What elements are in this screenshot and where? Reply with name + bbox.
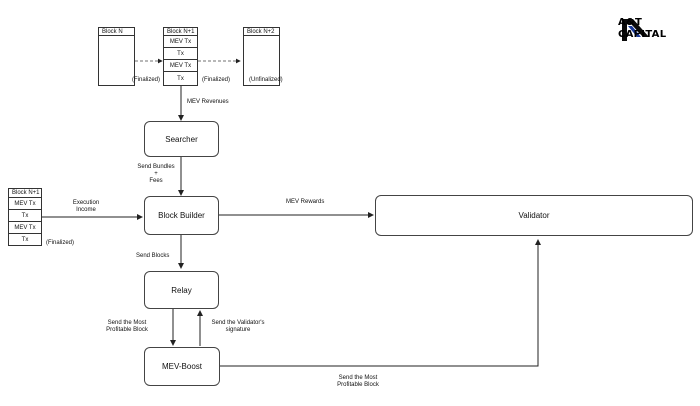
block-n1-row: Tx (163, 71, 198, 86)
block-n2-body (243, 35, 280, 86)
label-send-blocks: Send Blocks (136, 253, 170, 259)
block-n1-status: (Finalized) (202, 77, 231, 83)
label-execution-income: Execution Income (72, 200, 100, 213)
brand-logo-icon (622, 19, 649, 41)
block-n2-status: (Unfinalized) (249, 77, 283, 83)
label-mev-rewards: MEV Rewards (286, 199, 325, 205)
label-send-bundles: Send Bundles + Fees (137, 164, 175, 184)
left-block-row: MEV Tx (8, 197, 42, 210)
block-n-status: (Finalized) (132, 77, 161, 83)
arrow-mevboost-to-validator (220, 239, 541, 367)
label-send-most-profitable-left: Send the Most Profitable Block (106, 320, 148, 333)
brand-line2: CAPITAL (618, 29, 667, 40)
left-block-row: Tx (8, 233, 42, 246)
searcher-node: Searcher (144, 121, 219, 157)
block-n-body (98, 35, 135, 86)
label-send-validator-signature: Send the Validator's signature (211, 320, 265, 333)
left-block-status: (Finalized) (46, 240, 75, 246)
brand-name: A&T CAPITAL (618, 17, 666, 41)
label-send-most-profitable-bottom: Send the Most Profitable Block (337, 375, 379, 388)
mev-boost-node: MEV-Boost (144, 347, 220, 386)
label-mev-revenues: MEV Revenues (187, 99, 229, 105)
brand-line1: A&T (618, 17, 643, 28)
validator-node: Validator (375, 195, 693, 236)
relay-node: Relay (144, 271, 219, 309)
block-builder-node: Block Builder (144, 196, 219, 235)
